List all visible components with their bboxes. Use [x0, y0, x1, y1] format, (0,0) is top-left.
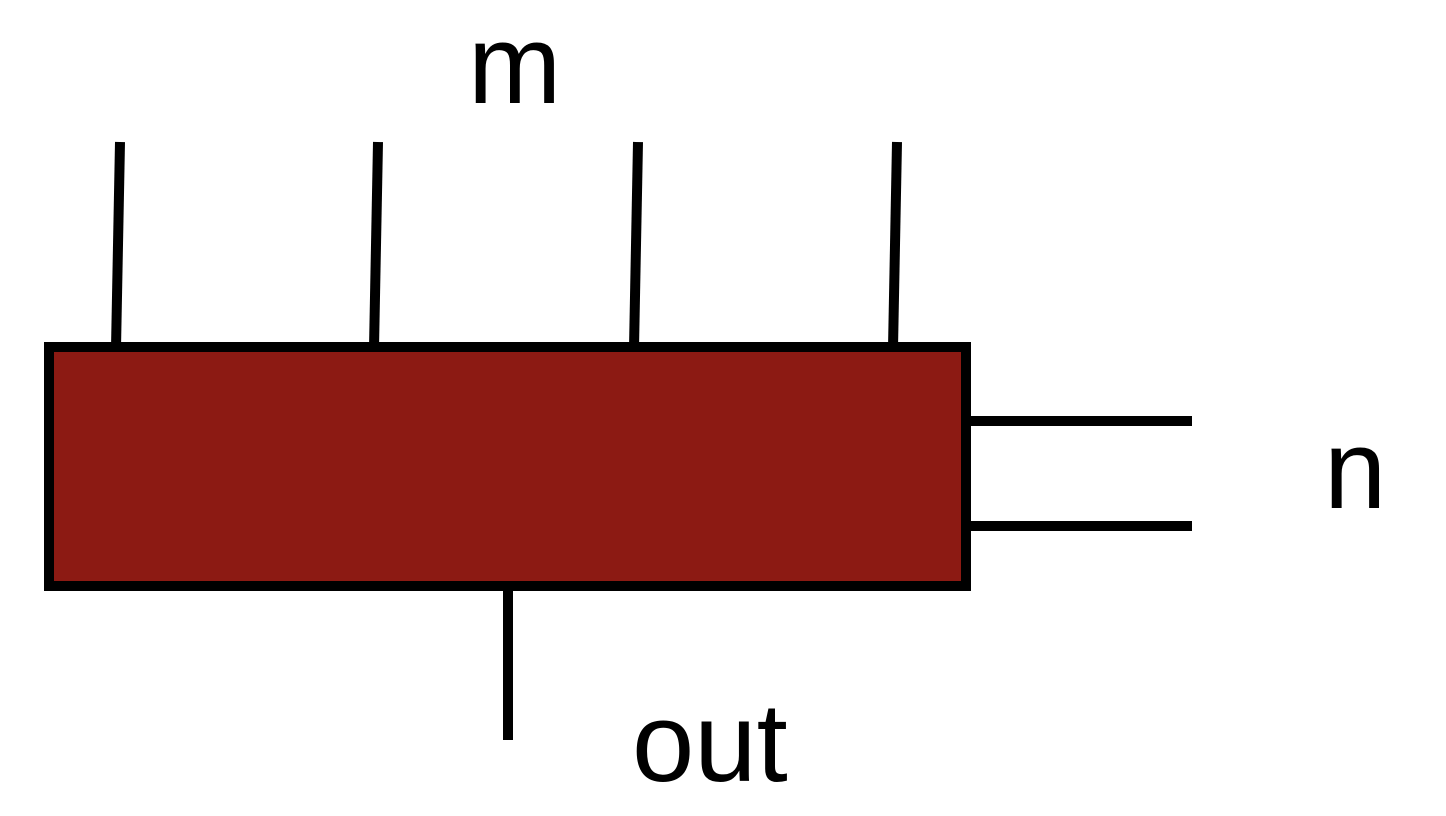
label-m: m	[468, 2, 561, 127]
label-out: out	[632, 680, 788, 805]
top-leg-2	[369, 141, 383, 349]
label-n: n	[1324, 407, 1386, 532]
top-leg-4	[888, 141, 902, 349]
top-leg-3	[629, 141, 643, 349]
tensor-block	[44, 342, 971, 591]
top-leg-1	[111, 141, 125, 349]
